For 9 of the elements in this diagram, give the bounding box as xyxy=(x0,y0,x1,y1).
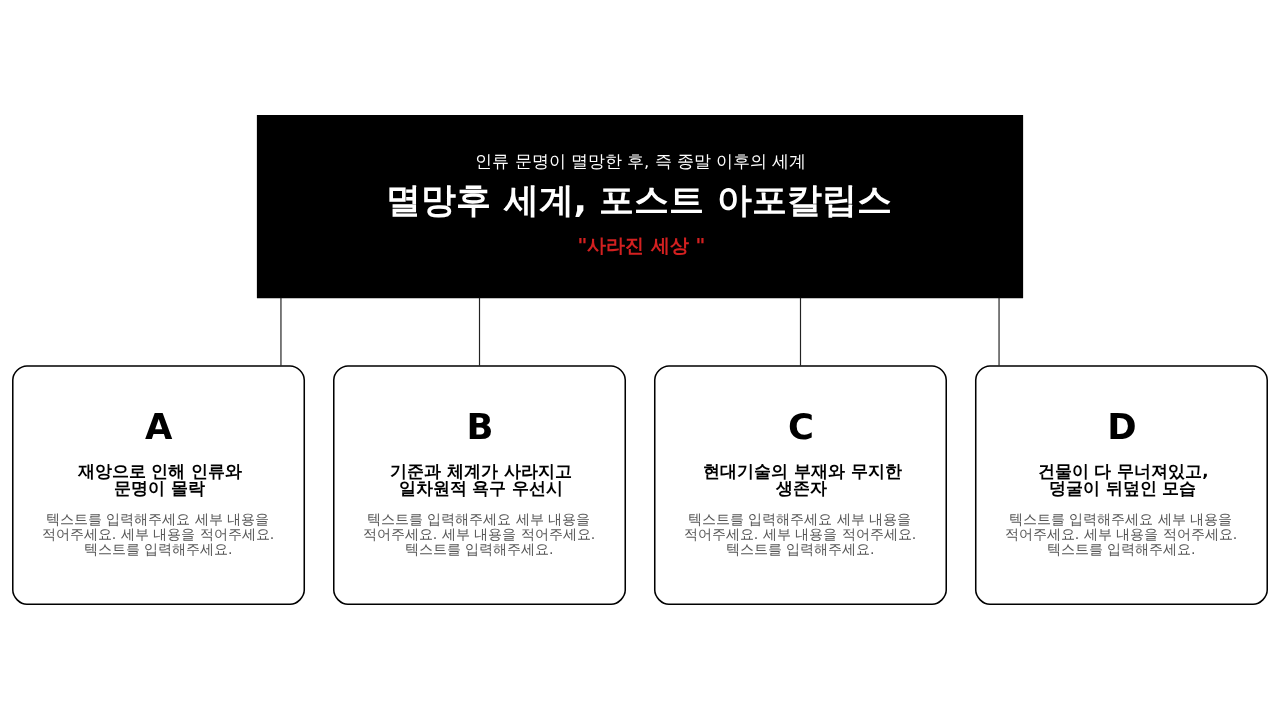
connector xyxy=(280,297,282,367)
node-box: A 재앙으로 인해 인류와 문명이 몰락 텍스트를 입력해주세요 세부 내용을 적어주세요. 세부 내용을 적어주세요. 텍스트를 입력해주세요. xyxy=(12,365,306,606)
node-box: C 현대기술의 부재와 무지한 생존자 텍스트를 입력해주세요 세부 내용을 적어주세요. 세부 내용을 적어주세요. 텍스트를 입력해주세요. xyxy=(654,365,947,606)
node-box: B 기준과 체계가 사라지고 일차원적 욕구 우선시 텍스트를 입력해주세요 세부 내용을 적어주세요. 세부 내용을 적어주세요. 텍스트를 입력해주세요. xyxy=(333,365,626,606)
node-box: 인류 문명이 멸망한 후, 즉 종말 이후의 세계 멸망후 세계, 포스트 아포칼립스 "사라진 세상 " xyxy=(256,114,1024,299)
connector xyxy=(478,297,481,367)
connector xyxy=(799,297,802,367)
node-box: D 건물이 다 무너져있고, 덩굴이 뒤덮인 모습 텍스트를 입력해주세요 세부 내용을 적어주세요. 세부 내용을 적어주세요. 텍스트를 입력해주세요. xyxy=(974,365,1268,606)
connector xyxy=(998,297,1000,367)
